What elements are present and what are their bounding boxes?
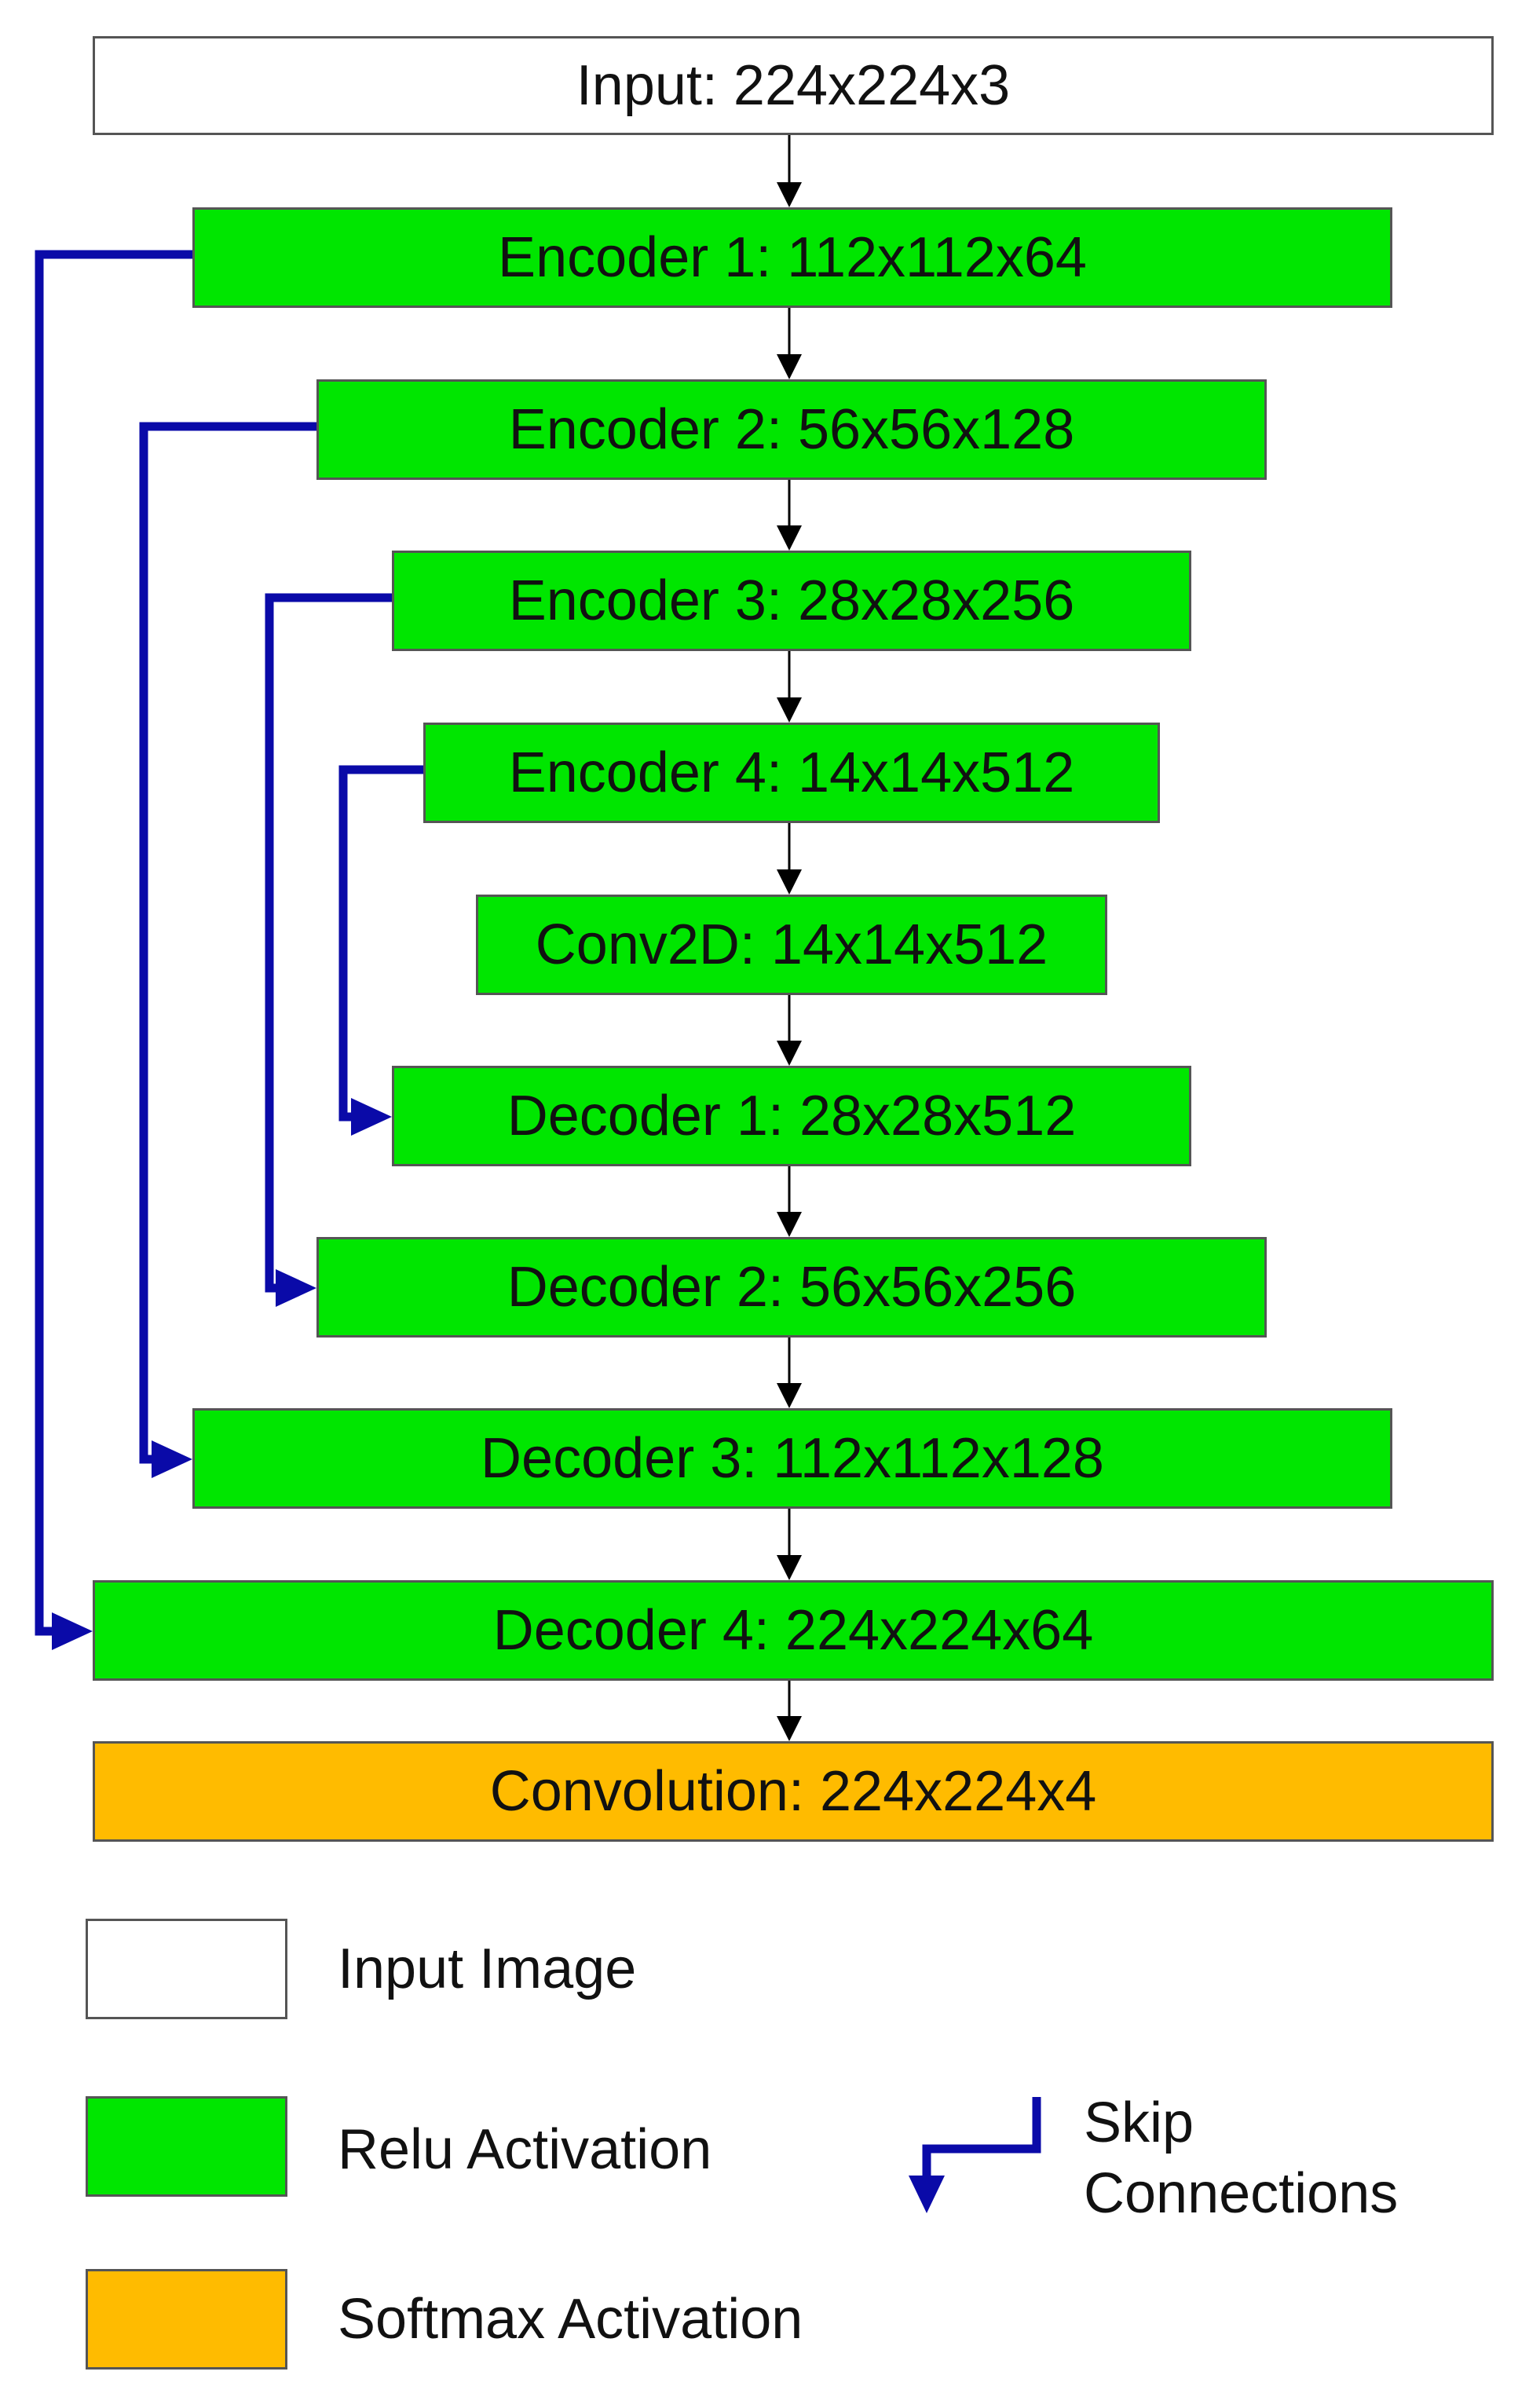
layer-encoder-3-label: Encoder 3: 28x28x256: [508, 569, 1075, 632]
flow-arrow-head: [777, 354, 802, 379]
layer-decoder-3-label: Decoder 3: 112x112x128: [481, 1427, 1104, 1490]
legend-input-label: Input Image: [338, 1938, 637, 2000]
layer-decoder-2-label: Decoder 2: 56x56x256: [507, 1256, 1077, 1319]
layer-encoder-1: Encoder 1: 112x112x64: [192, 207, 1392, 308]
flow-arrow-head: [777, 1212, 802, 1237]
legend-skip-label: Skip Connections: [1084, 2091, 1399, 2225]
flow-arrow-head: [777, 525, 802, 551]
skip-connection-arrow-head: [351, 1098, 392, 1136]
skip-connection-arrow-head: [152, 1440, 192, 1478]
flow-arrow-head: [777, 1555, 802, 1580]
layer-encoder-3: Encoder 3: 28x28x256: [392, 551, 1191, 651]
layer-decoder-1-label: Decoder 1: 28x28x512: [507, 1085, 1077, 1147]
layer-encoder-4: Encoder 4: 14x14x512: [423, 723, 1160, 823]
layer-decoder-4: Decoder 4: 224x224x64: [93, 1580, 1494, 1681]
flow-arrow-head: [777, 182, 802, 207]
legend-softmax-label: Softmax Activation: [338, 2288, 803, 2351]
legend-input-swatch: [86, 1919, 287, 2019]
flow-arrow-head: [777, 697, 802, 723]
skip-connection-arrow-head: [52, 1612, 93, 1650]
skip-connection-line: [139, 422, 316, 1464]
layer-input: Input: 224x224x3: [93, 36, 1494, 135]
layer-encoder-4-label: Encoder 4: 14x14x512: [508, 741, 1075, 804]
skip-connection-line: [265, 593, 392, 1293]
layer-decoder-1: Decoder 1: 28x28x512: [392, 1066, 1191, 1166]
layer-convolution: Convolution: 224x224x4: [93, 1741, 1494, 1842]
legend-relu-swatch: [86, 2096, 287, 2197]
skip-connection-line: [338, 765, 423, 1122]
skip-connection-line: [35, 250, 192, 1636]
flow-arrow-head: [777, 1716, 802, 1741]
layer-conv2d: Conv2D: 14x14x512: [476, 895, 1107, 995]
flow-arrow-head: [777, 1041, 802, 1066]
legend-skip-arrow-head: [909, 2176, 945, 2213]
flow-arrow-head: [777, 869, 802, 895]
legend-skip-arrow-line: [922, 2097, 1041, 2179]
flow-arrow-head: [777, 1383, 802, 1408]
layer-decoder-4-label: Decoder 4: 224x224x64: [492, 1599, 1094, 1662]
layer-encoder-2: Encoder 2: 56x56x128: [316, 379, 1267, 480]
layer-decoder-2: Decoder 2: 56x56x256: [316, 1237, 1267, 1338]
layer-convolution-label: Convolution: 224x224x4: [489, 1760, 1097, 1823]
layer-conv2d-label: Conv2D: 14x14x512: [535, 913, 1048, 976]
legend-softmax-swatch: [86, 2269, 287, 2370]
skip-connection-arrow-head: [276, 1269, 316, 1307]
layer-input-label: Input: 224x224x3: [576, 54, 1011, 117]
layer-encoder-2-label: Encoder 2: 56x56x128: [508, 398, 1075, 461]
legend-relu-label: Relu Activation: [338, 2118, 712, 2181]
layer-decoder-3: Decoder 3: 112x112x128: [192, 1408, 1392, 1509]
layer-encoder-1-label: Encoder 1: 112x112x64: [498, 226, 1087, 289]
